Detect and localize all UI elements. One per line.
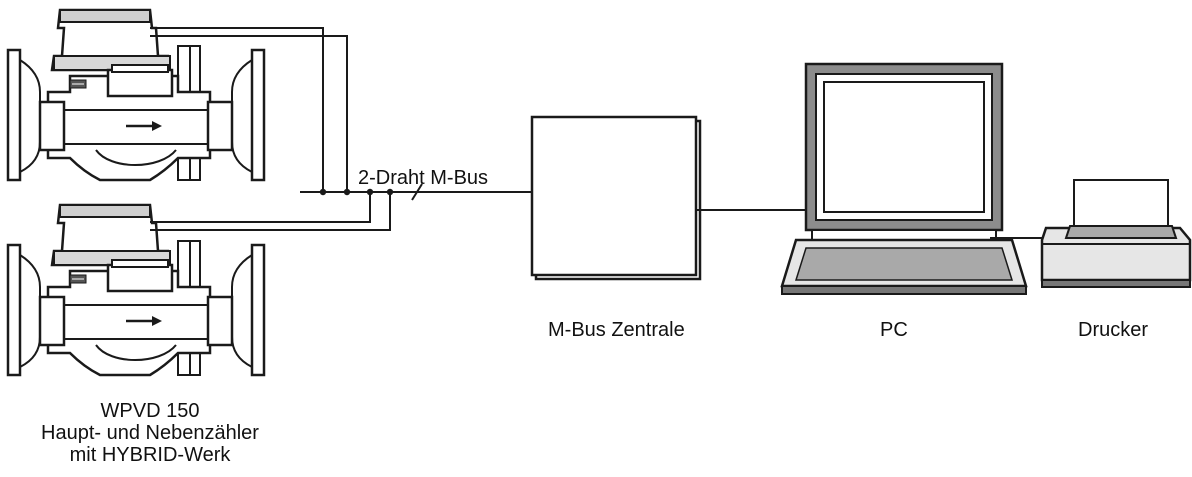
wire-junction-dots [319, 188, 394, 196]
meter-caption-line2: Haupt- und Nebenzähler [41, 422, 259, 444]
pc-label: PC [880, 319, 908, 341]
printer-label: Drucker [1078, 319, 1149, 341]
printer-icon [1040, 179, 1192, 288]
central-label: M-Bus Zentrale [548, 319, 685, 341]
bus-label: 2-Draht M-Bus [358, 167, 489, 189]
m-bus-central-icon [530, 115, 702, 281]
meter-caption-line1: WPVD 150 [100, 400, 200, 422]
meter-caption-line3: mit HYBRID-Werk [69, 444, 231, 466]
pc-icon [780, 62, 1028, 295]
meter-caption: WPVD 150 Haupt- und Nebenzähler mit HYBR… [0, 400, 300, 466]
m-bus-wiring [150, 27, 532, 231]
